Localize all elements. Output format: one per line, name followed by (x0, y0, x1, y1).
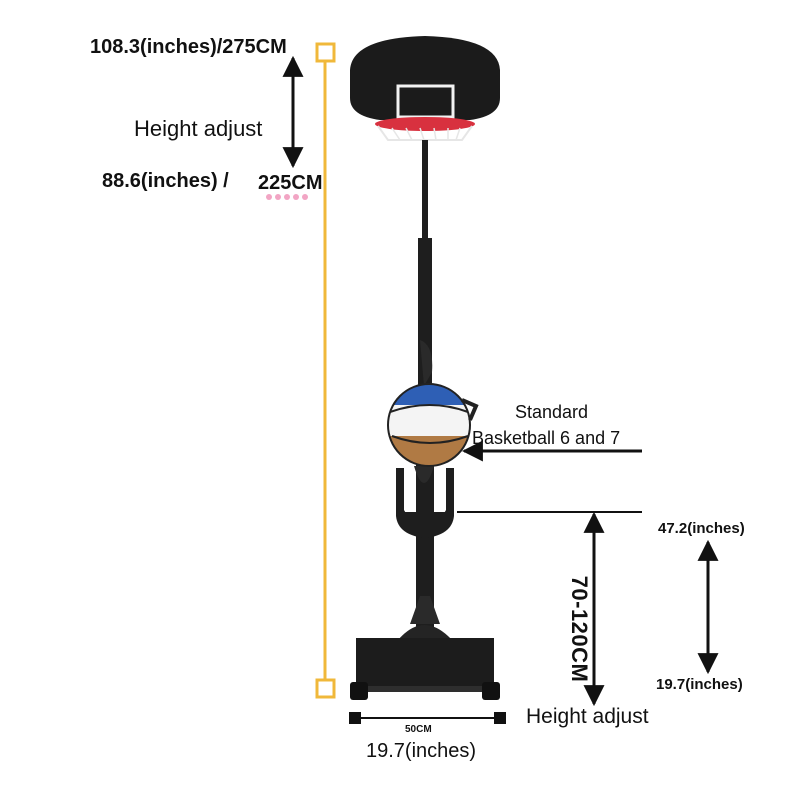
height-adjust-top-label: Height adjust (134, 116, 263, 141)
right-wheel (482, 682, 500, 700)
backboard (350, 36, 500, 141)
ball-label-line2: Basketball 6 and 7 (472, 428, 621, 448)
low-height-cm-label: 225CM (258, 172, 323, 194)
holder-range-label: 70-120CM (567, 575, 592, 683)
ball-label-line1: Standard (515, 402, 589, 422)
base-width-cm-label: 50CM (405, 724, 432, 735)
bottom-measure-marker (315, 678, 336, 699)
top-height-label: 108.3(inches)/275CM (90, 36, 287, 58)
height-measure-line (315, 42, 336, 699)
basketball (387, 383, 479, 467)
base-width-inches-label: 19.7(inches) (366, 740, 477, 762)
height-adjust-bottom-label: Height adjust (526, 705, 649, 728)
holder-min-inches-label: 19.7(inches) (656, 676, 743, 693)
base (350, 596, 500, 700)
basketball-rim (375, 117, 475, 131)
top-measure-marker (315, 42, 336, 63)
low-height-inches-label: 88.6(inches) / (102, 170, 229, 192)
left-wheel (350, 682, 368, 700)
holder-max-inches-label: 47.2(inches) (658, 520, 745, 537)
pink-dots-decoration (266, 194, 308, 200)
ball-holder (396, 466, 454, 538)
base-width-dimension (349, 712, 506, 724)
